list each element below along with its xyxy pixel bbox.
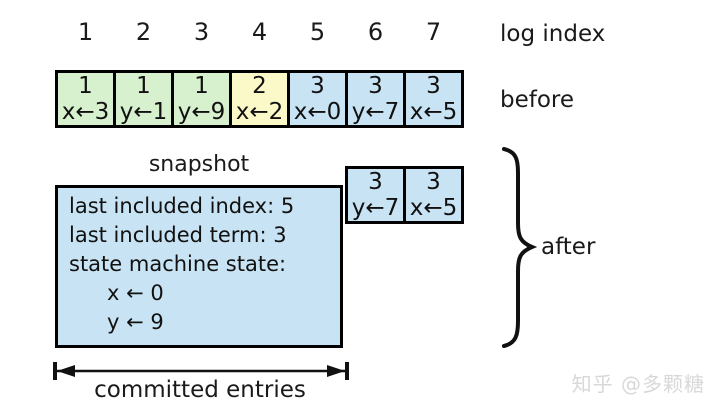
log-index-number: 2 [135,18,152,46]
snapshot-state-y: y ← 9 [107,310,164,334]
log-index-number: 7 [425,18,442,46]
log-entry-cell: 2 x←2 [229,70,290,128]
log-entry-cell: 3 x←0 [287,70,348,128]
entry-term: 1 [194,73,209,99]
log-index-number: 4 [251,18,268,46]
log-index-number: 5 [309,18,326,46]
log-entry-cell: 1 x←3 [55,70,116,128]
after-label: after [541,234,596,260]
snapshot-last-included-index: last included index: 5 [69,194,295,218]
before-label: before [500,87,575,113]
snapshot-state-machine-heading: state machine state: [69,252,287,276]
entry-command: y←7 [351,99,400,125]
entry-command: x←5 [409,99,458,125]
log-entry-cell: 3 x←5 [403,70,464,128]
log-entry-cell: 1 y←1 [113,70,174,128]
log-entry-cell: 1 y←9 [171,70,232,128]
entry-command: x←3 [61,99,110,125]
log-entry-cell: 3 y←7 [345,166,406,224]
entry-command: y←7 [351,195,400,221]
before-log-row: 1 x←3 1 y←1 1 y←9 2 x←2 3 x←0 3 y←7 3 x←… [55,70,464,128]
entry-term: 3 [368,169,383,195]
entry-command: y←9 [177,99,226,125]
entry-command: y←1 [119,99,168,125]
entry-term: 3 [426,73,441,99]
snapshot-box: last included index: 5 last included ter… [55,185,343,348]
log-entry-cell: 3 x←5 [403,166,464,224]
snapshot-title: snapshot [148,152,250,177]
committed-entries-span-arrow [53,362,349,380]
entry-command: x←2 [235,99,284,125]
entry-term: 3 [310,73,325,99]
watermark-text: 知乎 @多颗糖 [571,372,705,396]
curly-brace [502,147,538,348]
log-index-number: 3 [193,18,210,46]
committed-entries-label: committed entries [94,377,306,403]
after-log-row: 3 y←7 3 x←5 [345,166,464,224]
snapshot-state-x: x ← 0 [107,281,164,305]
log-index-label: log index [500,21,606,47]
entry-term: 1 [136,73,151,99]
log-entry-cell: 3 y←7 [345,70,406,128]
entry-term: 2 [252,73,267,99]
entry-term: 3 [426,169,441,195]
log-index-number: 6 [367,18,384,46]
log-index-row: 1 2 3 4 5 6 7 [55,18,464,46]
snapshot-last-included-term: last included term: 3 [69,223,287,247]
entry-term: 1 [78,73,93,99]
entry-command: x←0 [293,99,342,125]
log-index-number: 1 [77,18,94,46]
entry-term: 3 [368,73,383,99]
entry-command: x←5 [409,195,458,221]
